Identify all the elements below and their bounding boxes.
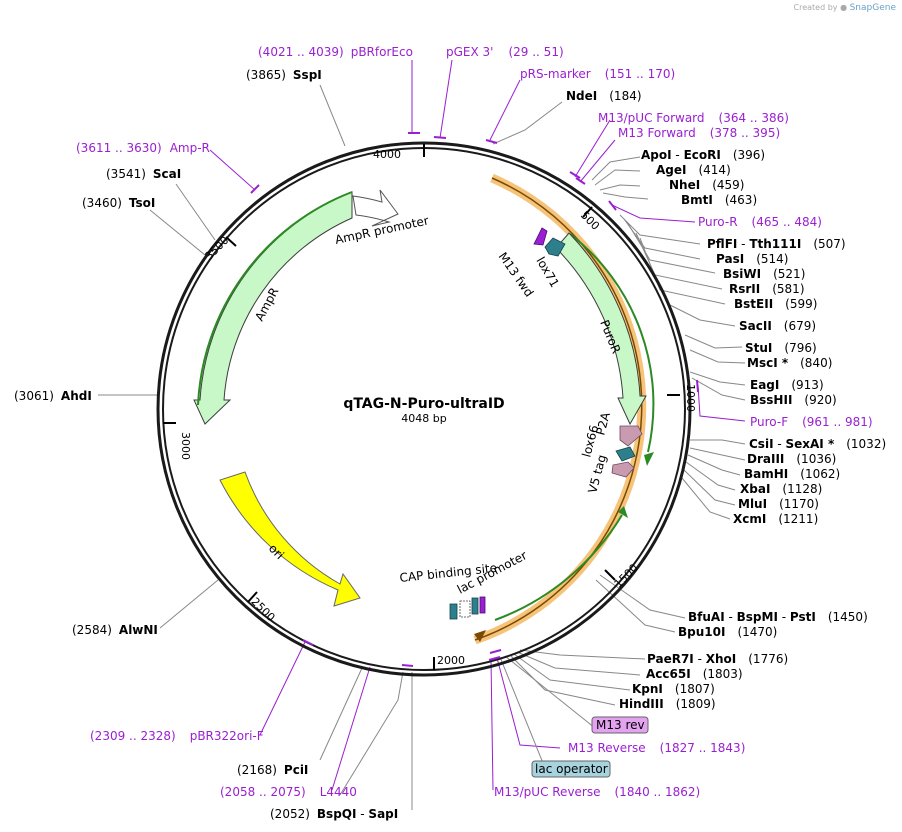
enzyme-bpu10i: Bpu10I(1470) [678,625,777,639]
tick-marks [163,144,680,670]
primer-pbr322ori-f: (2309 .. 2328)pBR322ori-F [90,729,264,743]
lox71-feature [544,237,566,257]
enzyme-paer7i-xhoi: PaeR7I - XhoI(1776) [647,652,788,666]
enzyme-stui: StuI(796) [745,341,817,355]
primer-labels: (4021 .. 4039)pBRforEco pGEX 3'(29 .. 51… [76,45,873,799]
primer-puro-r: Puro-R(465 .. 484) [698,215,822,229]
plasmid-name: qTAG-N-Puro-ultraID [343,396,504,412]
cap-binding-site-feature [449,603,458,620]
primer-marks [250,132,699,667]
primer-m13-reverse: M13 Reverse(1827 .. 1843) [568,741,745,755]
enzyme-rsrii: RsrII(581) [729,282,805,296]
ori-arrow [219,471,361,607]
enzyme-sspi: (3865)SspI [246,68,322,82]
primer-m13-forward: M13 Forward(378 .. 395) [618,126,780,140]
backbone-outer [156,141,692,677]
tick-label: 500 [578,209,602,233]
enzyme-sacii: SacII(679) [739,319,816,333]
primer-prs-marker: pRS-marker(151 .. 170) [520,67,675,81]
enzyme-pflfi-tth111i: PflFI - Tth111I(507) [707,237,846,251]
primer-puro-f: Puro-F(961 .. 981) [750,415,873,429]
enzyme-msci: MscI *(840) [747,356,832,370]
lox66-label: lox66 [579,424,601,459]
boxed-leader-lines [499,655,596,769]
primer-l4440: (2058 .. 2075)L4440 [220,785,357,799]
primer-m13-puc-forward: M13/pUC Forward(364 .. 386) [598,111,789,125]
tick-label: 1000 [684,384,697,412]
m13-fwd-label: M13 fwd [496,250,537,300]
enzyme-bsteii: BstEII(599) [734,297,817,311]
primer-m13-puc-reverse: M13/pUC Reverse(1840 .. 1862) [494,785,700,799]
lac-operator-box [531,760,611,778]
enzyme-labels: (3865)SspI (3541)ScaI (3460)TsoI (3061)A… [14,68,886,821]
green-thin-arc-2-head [618,506,628,518]
leader-lines [98,84,746,810]
enzyme-mlui: MluI(1170) [738,497,819,511]
enzyme-apoi-ecori: ApoI - EcoRI(396) [641,148,765,162]
enzyme-bfuai-bspmi-psti: BfuAI - BspMI - PstI(1450) [688,610,868,624]
enzyme-csii-sexai: CsiI - SexAI *(1032) [749,437,886,451]
m13-rev-box [591,716,649,734]
plasmid-size: 4048 bp [401,412,446,425]
enzyme-bsshii: BssHII(920) [750,393,837,407]
primer-leader-lines [209,59,746,791]
ampr-promoter-arrow [352,189,399,227]
orf-arc-core [474,177,643,641]
snapgene-credit: Created by ● SnapGene [794,3,897,13]
ampr-arrow [193,191,353,425]
enzyme-ahdi: (3061)AhdI [14,389,92,403]
v5-tag-feature [611,461,635,478]
enzyme-alwni: (2584)AlwNI [72,623,158,637]
tick-label: 2000 [437,654,465,667]
enzyme-agei: AgeI(414) [656,163,731,177]
enzyme-tsoi: (3460)TsoI [82,196,155,210]
credit-prefix: Created by [793,3,838,12]
enzyme-ndei: NdeI(184) [566,89,642,103]
green-thin-arc-1 [569,233,655,453]
ampr-arrow-line [197,191,353,406]
credit-brand: SnapGene [849,3,896,13]
lac-operator-box-label: lac operator [535,762,608,776]
green-thin-arc-2 [494,514,623,621]
m13-rev-feature [479,596,486,614]
tick-label: 3000 [179,432,192,460]
orf-arc-head [474,630,486,642]
snapgene-logo-icon: ● [840,3,848,12]
tick-label: 1500 [612,561,641,590]
m13-rev-box-label: M13 rev [596,718,645,732]
enzyme-xcmi: XcmI(1211) [733,512,818,526]
enzyme-pasi: PasI(514) [716,252,788,266]
enzyme-nhei: NheI(459) [669,178,744,192]
v5-tag-label: V5 tag [585,453,609,495]
puror-arrow [555,232,647,426]
enzyme-bspqi-sapi: (2052)BspQI - SapI [270,807,398,821]
enzyme-hindiii: HindIII(1809) [619,697,716,711]
primer-pbrforeco: (4021 .. 4039)pBRforEco [258,45,413,59]
lac-promoter-feature [459,600,471,618]
enzyme-bmti: BmtI(463) [681,193,757,207]
lac-operator-feature [471,597,479,615]
primer-amp-r: (3611 .. 3630)Amp-R [76,141,210,155]
p2a-label: P2A [593,410,613,437]
p2a-feature [619,425,643,447]
green-thin-arc-1-head [644,452,654,466]
enzyme-draiii: DraIII(1036) [747,452,836,466]
enzyme-eagi: EagI(913) [750,378,824,392]
enzyme-kpni: KpnI(1807) [632,682,715,696]
m13-fwd-feature [533,227,548,246]
enzyme-xbai: XbaI(1128) [740,482,822,496]
lox66-feature [615,446,636,462]
primer-pgex3: pGEX 3'(29 .. 51) [446,45,564,59]
enzyme-acc65i: Acc65I(1803) [646,667,743,681]
enzyme-bsiwi: BsiWI(521) [723,267,805,281]
enzyme-scai: (3541)ScaI [106,167,181,181]
tick-label: 4000 [373,148,401,161]
enzyme-pcii: (2168)PciI [237,763,308,777]
lox71-label: lox71 [533,255,561,290]
enzyme-bamhi: BamHI(1062) [744,467,840,481]
